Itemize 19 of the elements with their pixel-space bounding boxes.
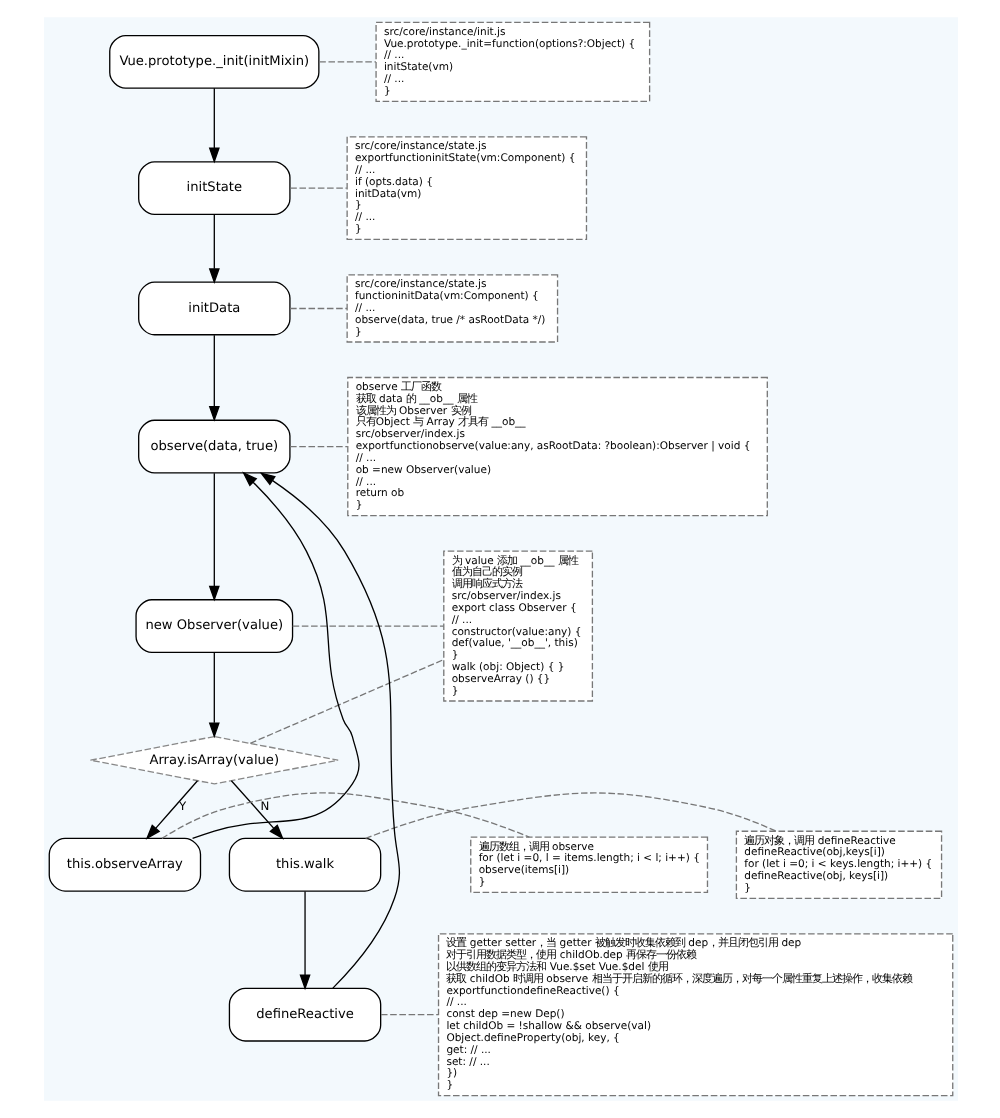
arrow [298, 890, 310, 991]
arrow [144, 780, 198, 840]
connector [248, 658, 444, 744]
connector [160, 792, 529, 840]
arrow [207, 334, 219, 422]
connector [288, 445, 348, 448]
connector [379, 1014, 438, 1016]
connector [363, 792, 776, 840]
arrow [207, 472, 219, 602]
arrow [207, 652, 219, 739]
arrow [258, 472, 400, 989]
connector [288, 307, 347, 310]
connector [290, 625, 444, 627]
connector [288, 187, 347, 189]
arrow [207, 214, 219, 285]
arrow [190, 471, 359, 840]
connector [317, 61, 376, 63]
arrow [207, 87, 219, 164]
arrow [229, 780, 283, 840]
